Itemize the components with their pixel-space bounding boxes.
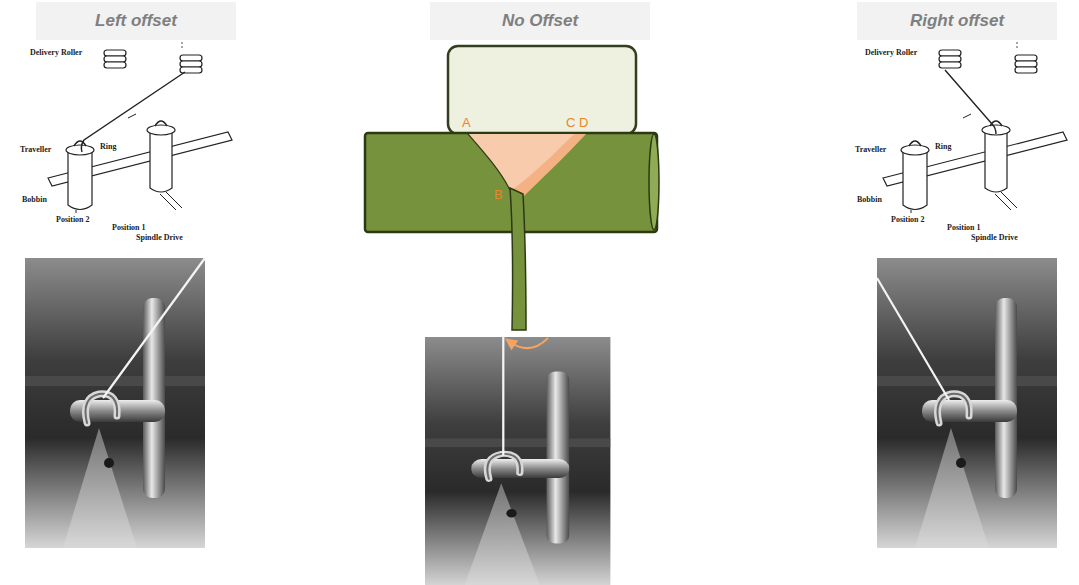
part-label: Position 2 <box>891 216 925 224</box>
yarn-line <box>81 72 185 152</box>
part-label: Delivery Roller <box>865 49 917 57</box>
ring-frame-schematic <box>883 40 1067 213</box>
point-letter: A <box>462 116 471 129</box>
column-heading: No Offset <box>430 2 650 40</box>
part-label: Position 1 <box>112 224 146 232</box>
part-label: Position 2 <box>56 216 90 224</box>
traveller-photo <box>25 258 205 548</box>
part-label: Spindle Drive <box>136 234 183 242</box>
yarn-line <box>945 70 996 134</box>
part-label: Position 1 <box>947 224 981 232</box>
part-label: Traveller <box>855 146 886 154</box>
heading-text: Right offset <box>910 11 1004 31</box>
traveller-photo <box>425 337 610 585</box>
point-letter: C <box>566 116 575 129</box>
part-label: Traveller <box>20 146 51 154</box>
part-label: Delivery Roller <box>30 49 82 57</box>
part-label: Ring <box>935 143 951 151</box>
point-letter: D <box>579 116 588 129</box>
part-label: Bobbin <box>22 196 47 204</box>
part-label: Ring <box>100 143 116 151</box>
ring-frame-schematic <box>48 40 232 213</box>
part-label: Spindle Drive <box>971 234 1018 242</box>
column-heading: Right offset <box>857 2 1057 40</box>
column-heading: Left offset <box>36 2 236 40</box>
point-letter: B <box>494 188 503 201</box>
heading-text: No Offset <box>502 11 578 31</box>
traveller-photo <box>877 258 1057 548</box>
part-label: Bobbin <box>857 196 882 204</box>
roller-nip-diagram <box>365 46 659 348</box>
heading-text: Left offset <box>95 11 177 31</box>
